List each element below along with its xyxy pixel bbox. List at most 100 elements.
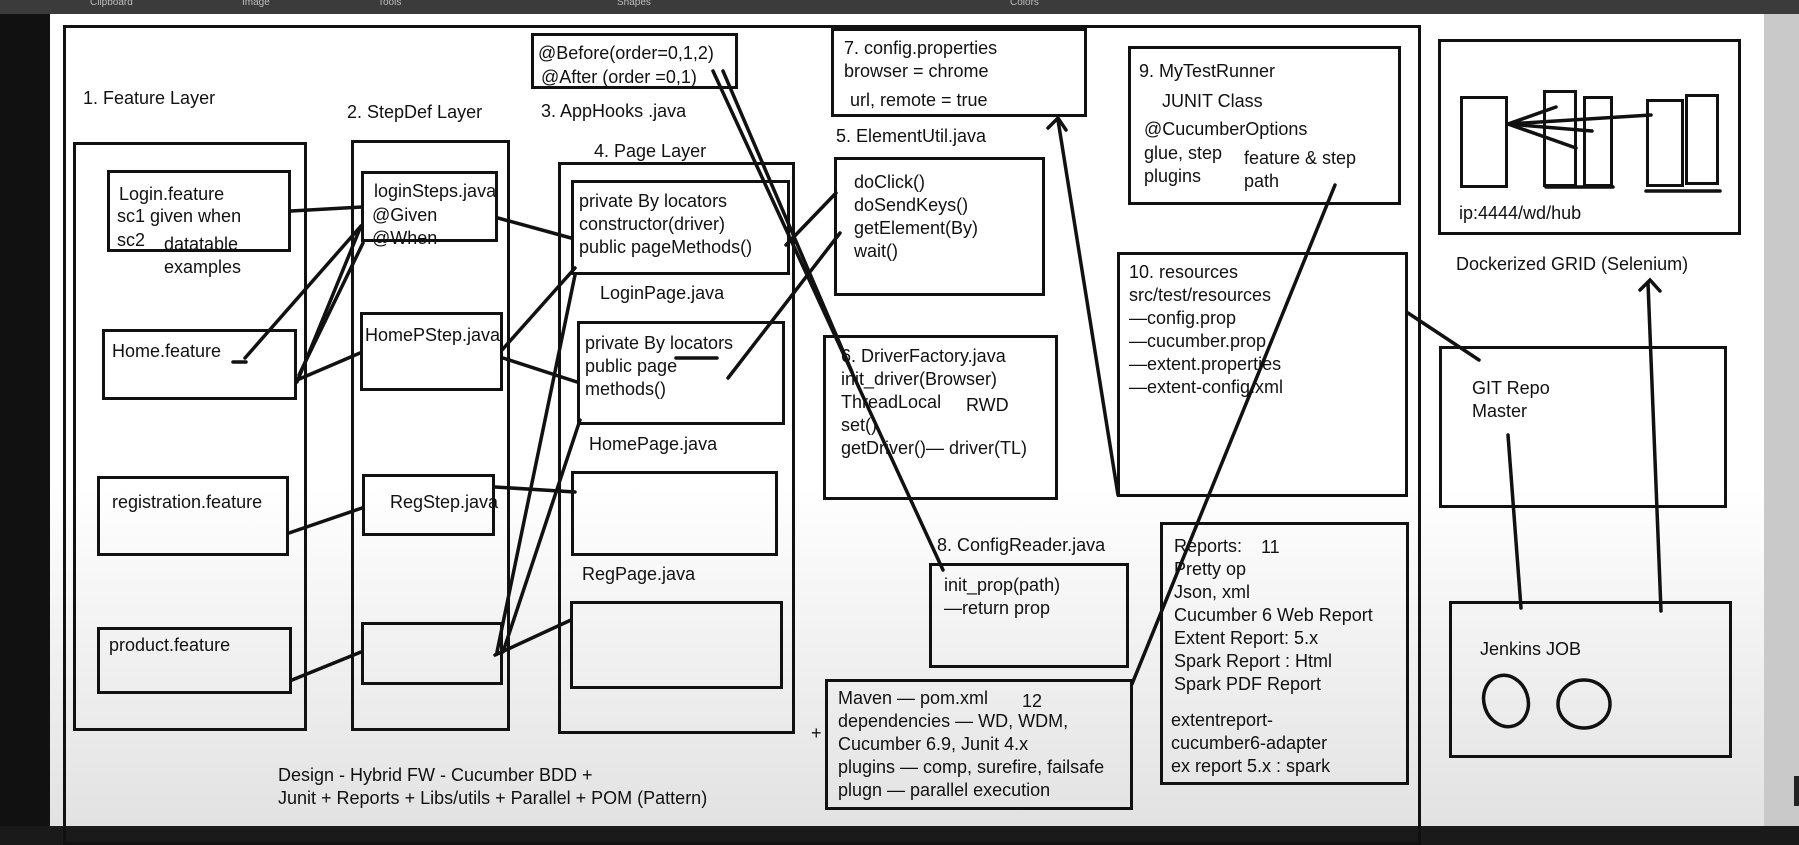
reports-line-5: Spark Report : Html	[1174, 651, 1333, 671]
git-repo-box	[1439, 346, 1727, 508]
login-steps-label: loginSteps.java	[374, 181, 497, 201]
connector-homep-to-home-page	[501, 356, 579, 384]
grid-hub-spoke-2	[1506, 122, 1594, 133]
jenkins-executor-2-icon	[1556, 678, 1612, 730]
right-screen-edge	[1764, 14, 1799, 826]
grid-node-5	[1685, 94, 1719, 185]
element-util-title: 5. ElementUtil.java	[836, 126, 987, 146]
registration-feature-box	[97, 476, 289, 556]
connector-reader-to-config-properties	[1056, 118, 1120, 497]
connector-login-feature-to-steps	[289, 205, 364, 213]
connector-resources-to-git	[1406, 311, 1481, 362]
menu-label-clipboard[interactable]: Clipboard	[90, 0, 133, 8]
menu-label-colors[interactable]: Colors	[1010, 0, 1039, 8]
connector-home-page-to-util	[726, 231, 842, 380]
jenkins-executor-1-icon	[1481, 673, 1531, 729]
examples-label: examples	[164, 257, 242, 277]
maven-line-2: dependencies — WD, WDM,	[838, 711, 1069, 731]
plugins-label: plugins	[1144, 166, 1202, 186]
feature-layer-title: 1. Feature Layer	[83, 88, 216, 108]
stepdef-layer-title: 2. StepDef Layer	[347, 102, 483, 122]
design-note-line-2: Junit + Reports + Libs/utils + Parallel …	[278, 788, 708, 808]
feature-layer-box	[73, 142, 307, 731]
git-repo-line-2: Master	[1472, 401, 1528, 421]
plus-mark: +	[811, 723, 822, 743]
connector-product-step-to-page	[493, 618, 573, 657]
driver-factory-line-1: init_driver(Browser)	[841, 369, 998, 389]
element-util-line-3: getElement(By)	[854, 218, 979, 238]
maven-line-3: Cucumber 6.9, Junit 4.x	[838, 734, 1029, 754]
grid-node-1	[1460, 96, 1508, 188]
app-hooks-title: 3. AppHooks .java	[541, 101, 687, 121]
grid-node-4	[1646, 99, 1684, 187]
config-reader-line-2: —return prop	[944, 598, 1051, 618]
connector-maven-to-test-runner	[1130, 183, 1337, 686]
after-hook-label: @After (order =0,1)	[541, 67, 697, 87]
product-feature-box	[97, 627, 292, 694]
home-page-label: HomePage.java	[589, 434, 718, 454]
maven-line-5: plugn — parallel execution	[838, 780, 1051, 800]
resources-line-6: —extent-config.xml	[1129, 377, 1284, 397]
cucumber-options-label: @CucumberOptions	[1144, 119, 1308, 139]
driver-factory-box	[823, 335, 1058, 500]
menu-label-image[interactable]: Image	[242, 0, 270, 8]
menu-strip: Clipboard Image Tools Shapes Colors	[0, 0, 1799, 14]
login-page-label: LoginPage.java	[600, 283, 725, 303]
reg-page-box	[571, 471, 778, 556]
login-page-line-3: public pageMethods()	[579, 237, 753, 257]
connector-hooks-to-driver-factory	[721, 69, 854, 374]
menu-label-shapes[interactable]: Shapes	[617, 0, 651, 8]
product-feature-label: product.feature	[109, 635, 231, 655]
glue-step-label: glue, step	[1144, 143, 1223, 163]
adapter-line-2: cucumber6-adapter	[1171, 733, 1328, 753]
maven-line-4: plugins — comp, surefire, failsafe	[838, 757, 1105, 777]
config-reader-title: 8. ConfigReader.java	[937, 535, 1106, 555]
reports-line-3: Cucumber 6 Web Report	[1174, 605, 1373, 625]
connector-home-feature-to-step	[295, 351, 362, 382]
test-runner-box	[1128, 46, 1401, 205]
grid-caption: Dockerized GRID (Selenium)	[1456, 254, 1689, 274]
reg-page-label: RegPage.java	[582, 564, 696, 584]
config-properties-box	[831, 28, 1087, 117]
driver-factory-title: 6. DriverFactory.java	[841, 346, 1006, 366]
connector-product-feature-to-step	[290, 650, 363, 682]
product-page-box	[570, 601, 783, 689]
config-reader-box	[929, 563, 1129, 668]
home-page-line-3: methods()	[585, 379, 667, 399]
menu-label-tools[interactable]: Tools	[378, 0, 402, 8]
when-annotation-label: @When	[372, 228, 438, 248]
login-page-line-1: private By locators	[579, 191, 728, 211]
before-hook-label: @Before(order=0,1,2)	[538, 43, 714, 63]
whiteboard-canvas[interactable]	[50, 14, 1764, 826]
homep-step-label: HomePStep.java	[365, 325, 501, 345]
element-util-box	[834, 157, 1045, 296]
reports-line-2: Json, xml	[1174, 582, 1251, 602]
grid-address-label: ip:4444/wd/hub	[1459, 203, 1582, 223]
grid-hub-spoke-4	[1506, 122, 1578, 150]
resources-line-4: —cucumber.prop	[1129, 331, 1267, 351]
login-page-line-2: constructor(driver)	[579, 214, 726, 234]
connector-registration-feature-to-step	[287, 506, 364, 535]
connector-home-given	[243, 224, 363, 360]
grid-hub-spoke-3	[1506, 113, 1653, 126]
home-feature-box	[102, 329, 297, 400]
driver-factory-line-3: set()	[841, 415, 877, 435]
datatable-label: datatable	[164, 234, 239, 254]
resources-box	[1117, 252, 1408, 497]
arrowhead-grid	[1638, 277, 1662, 293]
design-note-line-1: Design - Hybrid FW - Cucumber BDD +	[278, 765, 593, 785]
home-page-line-2: public page	[585, 356, 678, 376]
reports-number: 11	[1261, 537, 1280, 557]
connector-git-to-jenkins	[1506, 433, 1523, 610]
reports-line-1: Pretty op	[1174, 559, 1247, 579]
connector-lines	[0, 0, 1799, 826]
adapter-line-1: extentreport-	[1171, 710, 1274, 730]
resources-line-5: —extent.properties	[1129, 354, 1282, 374]
reports-line-4: Extent Report: 5.x	[1174, 628, 1319, 648]
adapter-line-3: ex report 5.x : spark	[1171, 756, 1331, 776]
connector-homep-to-login-page	[500, 266, 577, 352]
scrollbar-mark[interactable]	[1794, 776, 1799, 806]
connector-home-when-2	[297, 241, 365, 377]
jenkins-job-box	[1449, 601, 1732, 758]
resources-line-1: 10. resources	[1129, 262, 1239, 282]
